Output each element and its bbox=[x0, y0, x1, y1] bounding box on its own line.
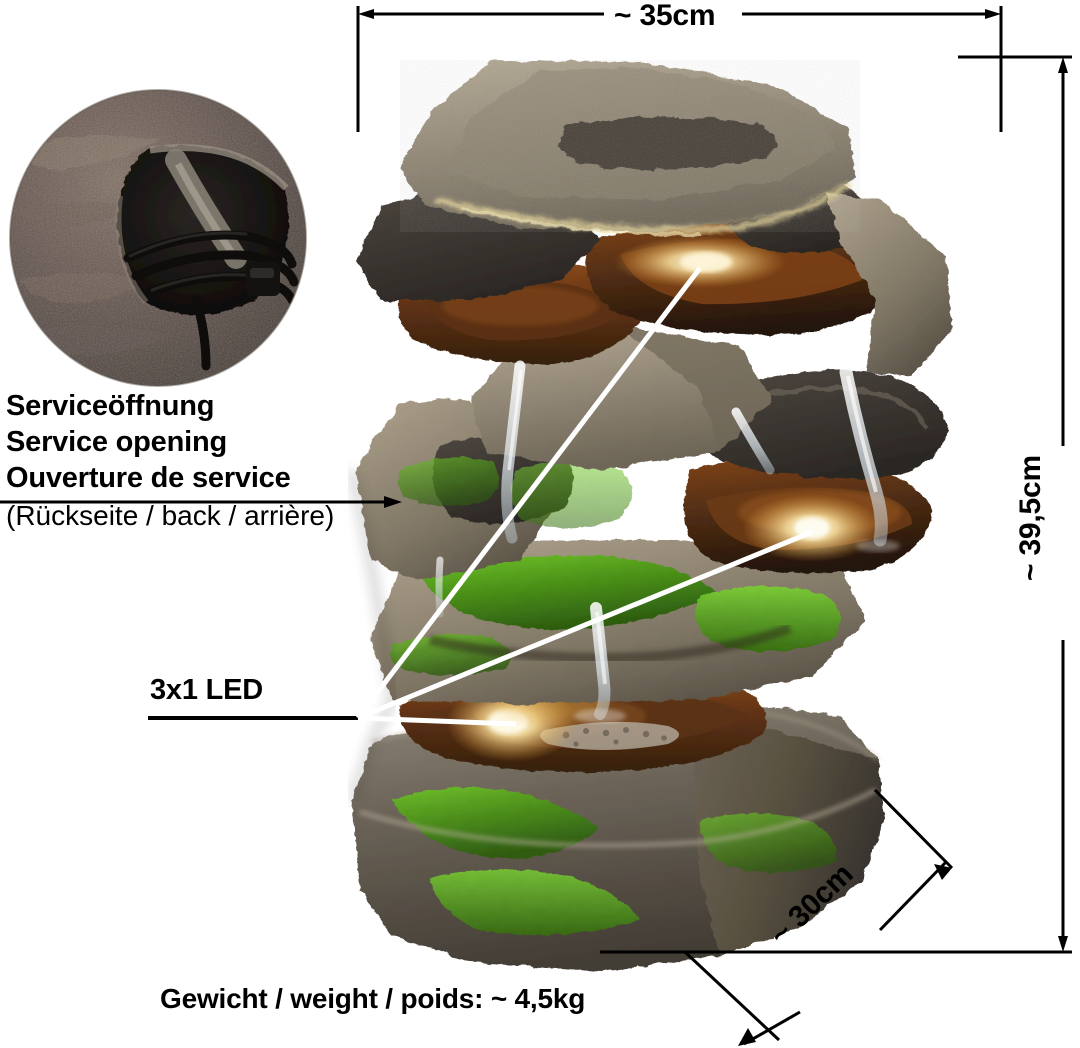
depth-dim-line-upper bbox=[878, 860, 948, 932]
fountain-illustration bbox=[348, 60, 952, 972]
depth-ext-upper bbox=[873, 788, 954, 870]
height-arrow-bottom bbox=[1058, 936, 1068, 952]
service-opening-leader bbox=[0, 496, 402, 508]
led-leader-lines bbox=[148, 266, 813, 727]
led-line-2 bbox=[357, 529, 813, 721]
led-label: 3x1 LED bbox=[150, 674, 264, 706]
depth-ext-lower bbox=[683, 950, 781, 1042]
service-opening-label-en: Service opening bbox=[6, 426, 228, 458]
depth-arrow-lower bbox=[738, 1028, 756, 1046]
height-dimension-label: ~ 39,5cm bbox=[1014, 455, 1047, 582]
led-line-1 bbox=[356, 266, 702, 720]
weight-label: Gewicht / weight / poids: ~ 4,5kg bbox=[160, 983, 586, 1014]
service-opening-label-fr: Ouverture de service bbox=[6, 462, 291, 494]
led-line-3 bbox=[357, 715, 517, 727]
depth-arrow-upper bbox=[934, 864, 952, 880]
width-dimension-label: ~ 35cm bbox=[614, 0, 716, 32]
led-glow-top bbox=[614, 236, 786, 288]
height-arrow-top bbox=[1058, 57, 1068, 73]
service-opening-label-note: (Rückseite / back / arrière) bbox=[6, 500, 335, 531]
width-arrow-right bbox=[985, 9, 1001, 19]
service-opening-inset bbox=[9, 89, 307, 387]
service-opening-label-de: Serviceöffnung bbox=[6, 390, 215, 422]
width-arrow-left bbox=[358, 9, 374, 19]
dimension-lines bbox=[356, 6, 1072, 1046]
